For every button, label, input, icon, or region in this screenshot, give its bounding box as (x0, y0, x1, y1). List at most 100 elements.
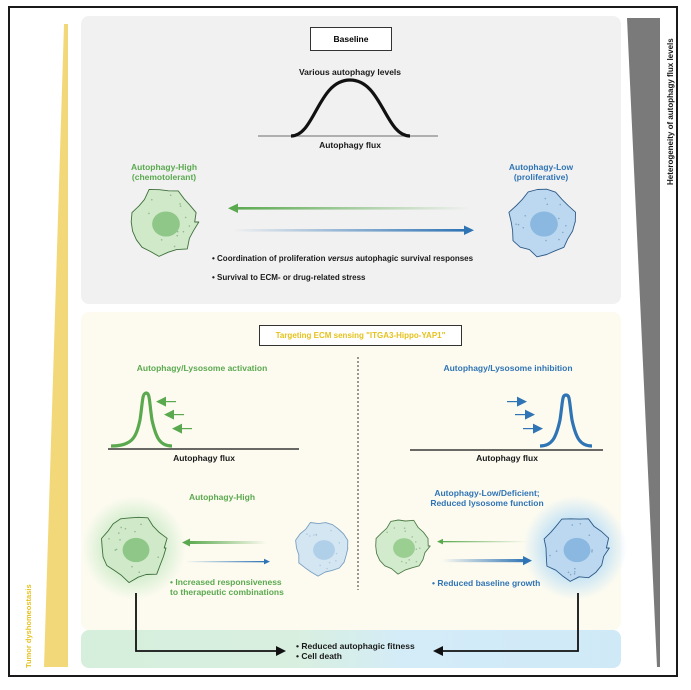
cell-vesicle (120, 526, 122, 529)
arrow-right-thick-blue (442, 556, 532, 566)
cell-vesicle (544, 197, 547, 200)
outcome-text: • Reduced autophagic fitness • Cell deat… (296, 641, 415, 661)
outcome-line1: • Reduced autophagic fitness (296, 641, 415, 651)
cell-vesicle (148, 212, 150, 215)
cell-vesicle (315, 534, 318, 536)
cell-vesicle (579, 522, 582, 525)
cell-vesicle (115, 548, 118, 551)
cell-vesicle (549, 554, 551, 557)
cell-vesicle (138, 571, 140, 574)
activation-axis-label: Autophagy flux (173, 453, 235, 463)
cell-vesicle (515, 223, 517, 225)
cell-vesicle (119, 538, 121, 541)
cell-vesicle (591, 549, 593, 551)
cell-vesicle (157, 556, 160, 559)
cell-vesicle (114, 549, 117, 551)
baseline-curve-label: Various autophagy levels (298, 67, 402, 77)
cell-vesicle (415, 548, 418, 551)
arrow-right-thin-green (437, 538, 527, 545)
cell-vesicle (330, 529, 332, 532)
cell-high-label-line2: (chemotolerant) (131, 172, 197, 182)
arrow-left-thin-blue (185, 558, 270, 565)
cell-high-faded-right (375, 519, 431, 575)
outcome-line2: • Cell death (296, 651, 342, 661)
bullet-1-italic: versus (327, 254, 354, 263)
inhibition-chart (410, 393, 603, 451)
cell-vesicle (524, 215, 527, 217)
cell-vesicle (169, 194, 172, 196)
bullet-1-prefix: • Coordination of proliferation (212, 254, 328, 263)
cell-vesicle (574, 567, 576, 570)
cell-vesicle (404, 530, 407, 533)
cell-vesicle (151, 198, 153, 201)
cell-high-label: Autophagy-High (chemotolerant) (131, 162, 197, 182)
cell-nucleus (393, 538, 415, 558)
cell-vesicle (386, 531, 388, 534)
cell-vesicle (134, 530, 136, 533)
cell-vesicle (306, 533, 308, 535)
cell-vesicle (573, 570, 576, 573)
activation-heading: Autophagy/Lysosome activation (136, 363, 268, 373)
cell-autophagy-low-baseline (508, 188, 576, 258)
cell-vesicle (188, 225, 191, 227)
cell-low-label: Autophagy-Low (proliferative) (509, 162, 573, 182)
cell-vesicle (546, 203, 549, 206)
state-high-label: Autophagy-High (188, 492, 256, 502)
baseline-title-box: Baseline (310, 27, 392, 51)
baseline-bullet-2: • Survival to ECM- or drug-related stres… (212, 273, 366, 282)
cell-high-label-line1: Autophagy-High (130, 162, 198, 172)
cell-high-targeted-left (101, 516, 168, 584)
baseline-axis-label: Autophagy flux (319, 140, 381, 150)
cell-vesicle (414, 541, 417, 543)
connector-right (441, 593, 579, 652)
cell-vesicle (117, 532, 120, 534)
cell-vesicle (562, 231, 564, 234)
cell-vesicle (319, 564, 321, 567)
cell-vesicle (557, 217, 560, 220)
state-low-label: Autophagy-Low/Deficient; Reduced lysosom… (430, 488, 543, 508)
inhibition-heading: Autophagy/Lysosome inhibition (443, 363, 573, 373)
arrow-to-low (232, 225, 474, 235)
cell-vesicle (313, 534, 315, 536)
connector-left (135, 593, 278, 652)
cell-vesicle (176, 230, 179, 233)
cell-vesicle (588, 534, 591, 536)
cell-low-targeted-right (543, 518, 610, 582)
cell-vesicle (184, 216, 187, 219)
cell-nucleus (530, 211, 558, 237)
cell-vesicle (418, 547, 421, 549)
cell-vesicle (403, 527, 406, 530)
cell-vesicle (326, 567, 328, 570)
cell-vesicle (558, 238, 560, 241)
cell-vesicle (179, 203, 181, 205)
cell-vesicle (400, 560, 403, 563)
cell-nucleus (122, 537, 150, 563)
responsiveness-bullet: • Increased responsiveness to therapeuti… (170, 577, 284, 597)
cell-vesicle (591, 551, 593, 553)
cell-vesicle (173, 245, 176, 248)
connector-right-arrowhead (433, 646, 443, 656)
state-low-line1: Autophagy-Low/Deficient; (434, 488, 540, 498)
bullet-1-suffix: autophagic survival responses (353, 254, 474, 263)
cell-vesicle (415, 560, 418, 563)
baseline-bullet-1: • Coordination of proliferation versus a… (212, 254, 473, 263)
cell-vesicle (315, 533, 318, 536)
cell-vesicle (573, 572, 576, 575)
cell-vesicle (405, 562, 407, 564)
inhibition-axis-label: Autophagy flux (476, 453, 538, 463)
cell-vesicle (569, 573, 572, 576)
cell-vesicle (309, 535, 311, 537)
cell-vesicle (335, 560, 337, 562)
targeting-title-box: Targeting ECM sensing "ITGA3-Hippo-YAP1" (259, 325, 462, 346)
cell-nucleus (563, 537, 591, 563)
cell-vesicle (555, 550, 558, 552)
reduced-growth-bullet: • Reduced baseline growth (432, 578, 541, 588)
baseline-panel (81, 16, 621, 304)
cell-low-label-line1: Autophagy-Low (508, 162, 574, 172)
cell-vesicle (411, 536, 413, 538)
cell-vesicle (517, 223, 520, 226)
cell-vesicle (567, 571, 570, 574)
